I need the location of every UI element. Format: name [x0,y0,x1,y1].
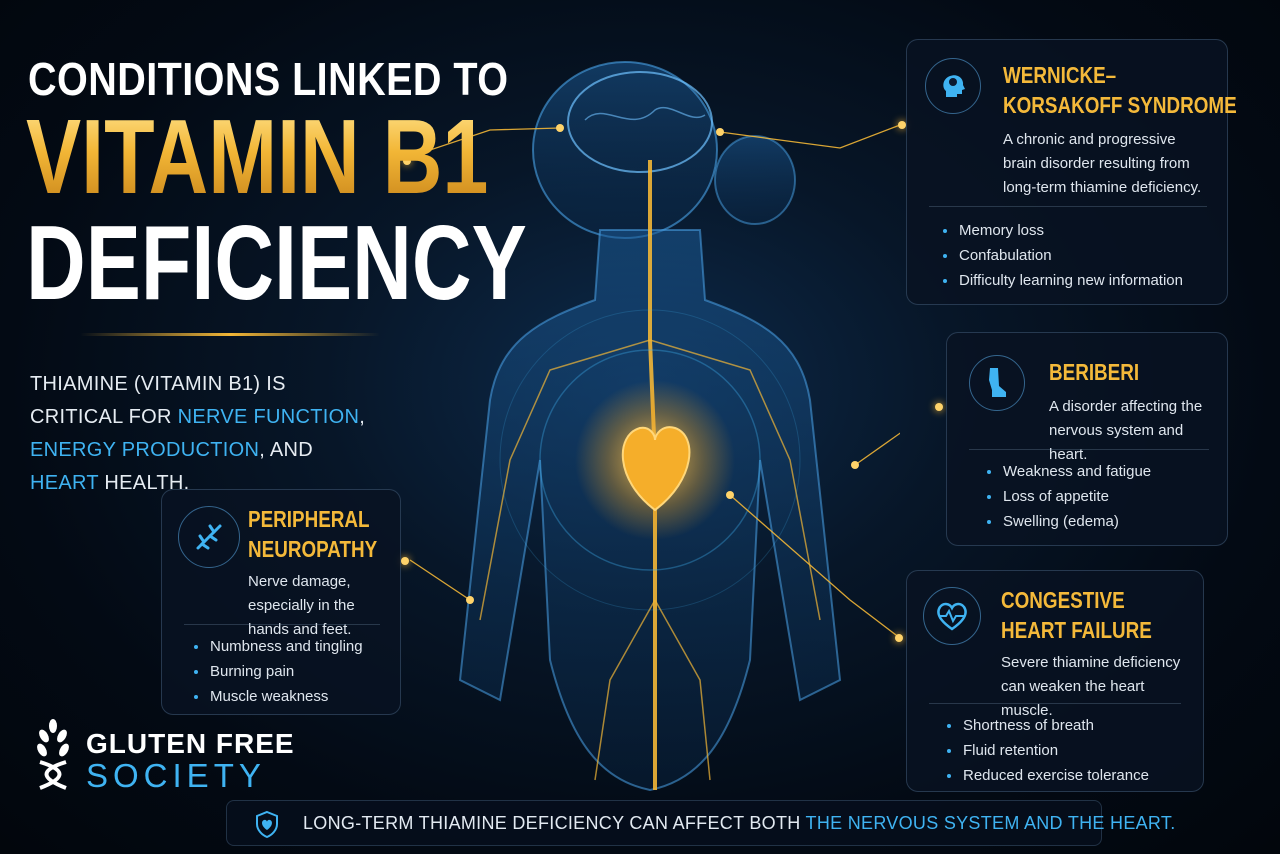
title-divider [80,333,380,336]
card-title-line-1: WERNICKE– [1003,62,1117,88]
intro-text: THIAMINE (VITAMIN B1) IS CRITICAL FOR NE… [30,373,366,494]
title-line-2: VITAMIN B1 [26,98,489,216]
list-item: Memory loss [943,218,1183,243]
list-item: Shortness of breath [947,713,1149,738]
shield-heart-icon [256,810,278,838]
card-title-line-2: HEART FAILURE [1001,617,1152,643]
card-divider [929,703,1181,704]
list-item: Numbness and tingling [194,634,363,659]
list-item: Weakness and fatigue [987,459,1151,484]
card-title-line-1: BERIBERI [1049,359,1140,385]
card-beriberi: BERIBERI A disorder affecting the nervou… [946,332,1228,546]
list-item: Confabulation [943,243,1183,268]
list-item: Burning pain [194,659,363,684]
connector-dot-title [403,157,411,165]
list-item: Muscle weakness [194,684,363,709]
list-item: Loss of appetite [987,484,1151,509]
connector-dot-neuro [401,557,409,565]
footer-banner: LONG-TERM THIAMINE DEFICIENCY CAN AFFECT… [226,800,1175,846]
list-item: Swelling (edema) [987,509,1151,534]
card-title-line-2: NEUROPATHY [248,536,378,562]
logo-text-line-1: GLUTEN FREE [86,728,295,759]
wheat-dna-logo-icon [37,719,69,790]
title-line-3: DEFICIENCY [26,204,527,322]
symptom-list: Weakness and fatigue Loss of appetite Sw… [987,459,1151,534]
logo-text-line-2: SOCIETY [86,757,266,794]
card-description: Nerve damage, especially in the hands an… [248,573,355,638]
card-divider [929,206,1207,207]
human-figure-illustration [400,61,900,792]
list-item: Reduced exercise tolerance [947,763,1149,788]
card-divider [969,449,1209,450]
footer-text: LONG-TERM THIAMINE DEFICIENCY CAN AFFECT… [303,813,1176,833]
card-description: A disorder affecting the nervous system … [1049,398,1203,463]
card-title-line-2: KORSAKOFF SYNDROME [1003,92,1237,118]
card-congestive-heart-failure: CONGESTIVE HEART FAILURE Severe thiamine… [906,570,1204,792]
connector-dot-chf [895,634,903,642]
card-title-line-1: CONGESTIVE [1001,587,1125,613]
card-title-line-1: PERIPHERAL [248,506,370,532]
symptom-list: Numbness and tingling Burning pain Muscl… [194,634,363,709]
symptom-list: Shortness of breath Fluid retention Redu… [947,713,1149,788]
card-peripheral-neuropathy: PERIPHERAL NEUROPATHY Nerve damage, espe… [161,489,401,715]
heartbeat-icon [923,587,981,645]
list-item: Fluid retention [947,738,1149,763]
connector-dot-beriberi [935,403,943,411]
card-description: A chronic and progressive brain disorder… [1003,131,1202,196]
card-wernicke-korsakoff: WERNICKE– KORSAKOFF SYNDROME A chronic a… [906,39,1237,305]
card-divider [184,624,380,625]
nerve-icon [178,506,240,568]
symptom-list: Memory loss Confabulation Difficulty lea… [943,218,1183,293]
leg-icon [969,355,1025,411]
list-item: Difficulty learning new information [943,268,1183,293]
title-line-1: CONDITIONS LINKED TO [28,53,509,105]
connector-dot-wernicke [898,121,906,129]
brain-head-icon [925,58,981,114]
card-description: Severe thiamine deficiency can weaken th… [1001,654,1181,719]
